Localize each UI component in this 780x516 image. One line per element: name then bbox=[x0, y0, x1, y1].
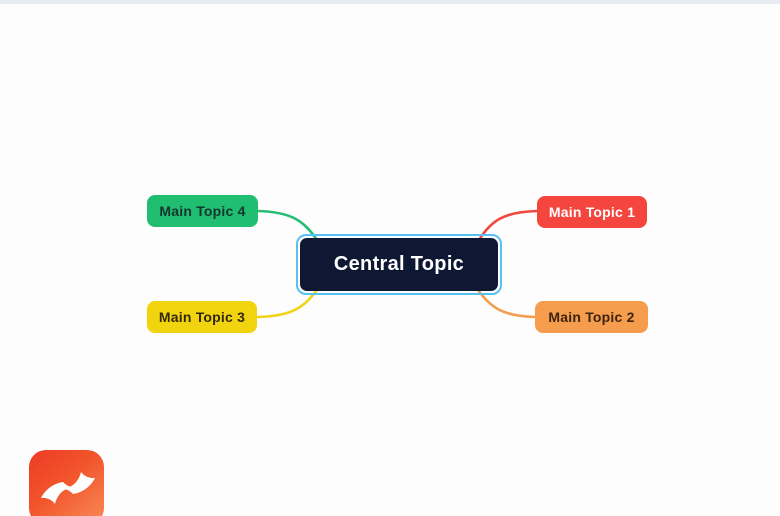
main-topic-1-node[interactable]: Main Topic 1 bbox=[537, 196, 647, 228]
main-topic-4-node[interactable]: Main Topic 4 bbox=[147, 195, 258, 227]
main-topic-3-label: Main Topic 3 bbox=[158, 309, 246, 325]
central-topic-label: Central Topic bbox=[333, 253, 465, 275]
xmind-logo-glyph bbox=[41, 472, 95, 504]
central-topic-node[interactable]: Central Topic bbox=[296, 234, 502, 295]
main-topic-4-label: Main Topic 4 bbox=[159, 203, 246, 219]
xmind-logo bbox=[29, 450, 104, 516]
main-topic-2-node[interactable]: Main Topic 2 bbox=[535, 301, 648, 333]
main-topic-1-label: Main Topic 1 bbox=[548, 204, 636, 220]
central-topic-box: Central Topic bbox=[300, 238, 498, 291]
window-top-edge bbox=[0, 0, 780, 4]
main-topic-2-label: Main Topic 2 bbox=[548, 309, 635, 325]
main-topic-3-node[interactable]: Main Topic 3 bbox=[147, 301, 257, 333]
